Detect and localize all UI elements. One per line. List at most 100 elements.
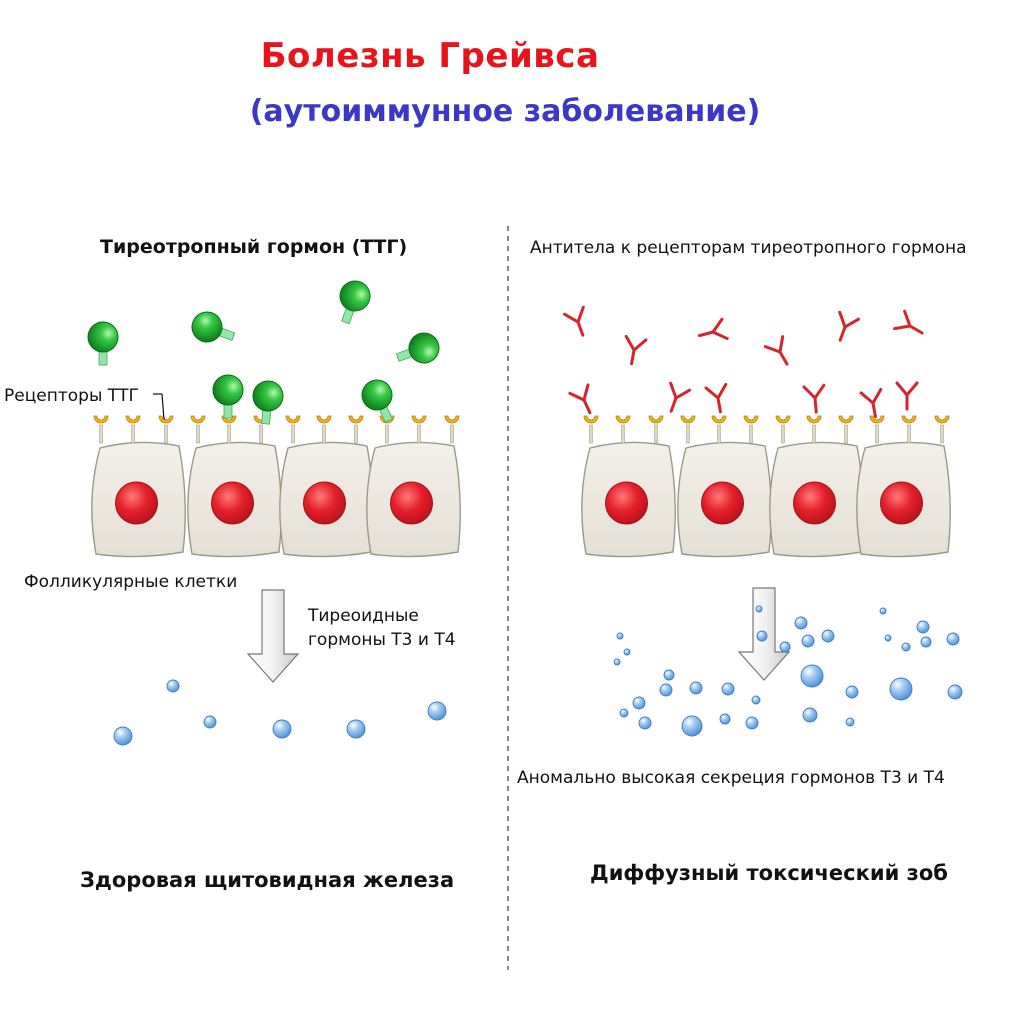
right-receptor: [806, 415, 822, 444]
hormone-droplet: [203, 715, 217, 729]
secretion-label: Аномально высокая секреция гормонов Т3 и…: [517, 768, 945, 788]
hormone-droplet: [920, 636, 932, 648]
right-cell: [769, 441, 864, 558]
right-cell: [581, 441, 676, 558]
right-follicular-cells: [581, 441, 951, 558]
left-receptor: [158, 415, 174, 444]
hormone-droplet: [166, 679, 180, 693]
tsh-molecules: [87, 280, 440, 425]
tsh-molecule: [252, 380, 284, 425]
right-nucleus: [793, 481, 836, 525]
hormone-droplet: [427, 701, 447, 721]
hormone-droplet: [613, 658, 621, 666]
hormone-droplet: [751, 695, 761, 705]
tsh-molecule: [87, 321, 119, 366]
antibody: [624, 334, 648, 366]
hormone-droplet: [616, 632, 624, 640]
left-receptors: [93, 415, 460, 444]
antibody: [838, 310, 861, 342]
left-nucleus: [303, 481, 346, 525]
receptors-label: Рецепторы ТТГ: [4, 386, 139, 406]
hormone-droplet: [916, 620, 930, 634]
hormone-droplet: [779, 641, 791, 653]
hormone-droplet: [721, 682, 735, 696]
right-receptor: [901, 415, 917, 444]
hormone-droplet: [879, 607, 887, 615]
antibody-molecules: [562, 305, 924, 419]
right-receptor: [743, 415, 759, 444]
hormone-droplet: [845, 717, 855, 727]
left-cell: [91, 441, 186, 558]
antibody: [704, 382, 728, 414]
hormone-droplet: [889, 677, 913, 701]
left-follicular-cells: [91, 441, 461, 558]
left-receptor: [93, 415, 109, 444]
hormone-droplet: [681, 715, 703, 737]
hormone-droplet: [800, 664, 824, 688]
page-subtitle: (аутоиммунное заболевание): [249, 94, 761, 129]
tsh-molecule: [339, 280, 371, 325]
hormone-droplet: [946, 632, 960, 646]
antibody: [893, 309, 924, 335]
left-nucleus: [390, 481, 433, 525]
right-receptor: [775, 415, 791, 444]
hormone-droplets: [113, 605, 963, 746]
page-title: Болезнь Грейвса: [260, 36, 600, 76]
right-receptor: [615, 415, 631, 444]
antibody: [568, 383, 592, 415]
antibody: [802, 383, 826, 414]
antibody-header: Антитела к рецепторам тиреотропного горм…: [530, 238, 967, 258]
right-nucleus: [605, 481, 648, 525]
antibody: [763, 335, 789, 366]
left-cell: [279, 441, 374, 558]
right-receptor: [838, 415, 854, 444]
right-receptors: [583, 415, 950, 444]
tsh-molecule: [212, 374, 244, 419]
goiter-caption: Диффузный токсический зоб: [590, 861, 948, 885]
hormone-droplet: [755, 605, 763, 613]
hormone-droplet: [619, 708, 629, 718]
hormones-label-line2: гормоны Т3 и Т4: [308, 630, 456, 650]
antibody: [895, 381, 919, 411]
right-receptor: [711, 415, 727, 444]
left-nucleus: [211, 481, 254, 525]
tsh-molecule: [191, 311, 236, 343]
tsh-molecule: [361, 379, 393, 423]
hormone-droplet: [802, 707, 818, 723]
left-receptor: [316, 415, 332, 444]
tsh-molecule: [395, 332, 440, 364]
cells-label: Фолликулярные клетки: [24, 572, 238, 592]
antibody: [859, 387, 883, 419]
hormone-droplet: [638, 716, 652, 730]
right-nucleus: [701, 481, 744, 525]
hormone-droplet: [845, 685, 859, 699]
hormone-droplet: [719, 713, 731, 725]
left-receptor: [444, 415, 460, 444]
left-cell: [187, 441, 282, 558]
right-receptor: [934, 415, 950, 444]
left-receptor: [125, 415, 141, 444]
right-nucleus: [880, 481, 923, 525]
left-receptor: [285, 415, 301, 444]
hormone-droplet: [821, 629, 835, 643]
hormone-droplet: [632, 696, 646, 710]
right-receptor: [869, 415, 885, 444]
antibody: [562, 305, 585, 337]
hormone-droplet: [689, 681, 703, 695]
hormone-droplet: [756, 630, 768, 642]
left-receptor: [221, 415, 237, 444]
hormone-droplet: [801, 634, 815, 648]
hormone-droplet: [947, 684, 963, 700]
tsh-header: Тиреотропный гормон (ТТГ): [100, 236, 408, 258]
right-receptor: [680, 415, 696, 444]
right-cell: [677, 441, 772, 558]
left-receptor: [190, 415, 206, 444]
hormone-droplet: [901, 642, 911, 652]
hormone-droplet: [113, 726, 133, 746]
hormone-droplet: [623, 648, 631, 656]
antibody: [669, 381, 692, 413]
left-nucleus: [115, 481, 158, 525]
right-receptor: [583, 415, 599, 444]
left-cell: [366, 441, 461, 558]
